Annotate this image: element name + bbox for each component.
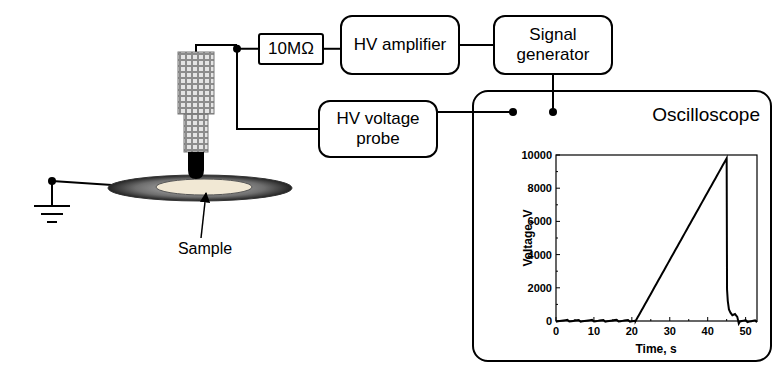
- wire: [460, 44, 493, 46]
- tick-mark: [556, 304, 558, 305]
- electrode-neck: [184, 114, 208, 152]
- voltage-trace: [556, 158, 757, 323]
- tick-mark: [688, 319, 689, 321]
- electrode-body: [178, 52, 214, 114]
- ground-wire: [52, 181, 112, 185]
- tick-label: 2000: [528, 282, 552, 293]
- tick-label: 50: [739, 326, 751, 337]
- wire: [438, 111, 513, 113]
- ground-wire: [51, 181, 53, 206]
- tick-label: 10: [588, 326, 600, 337]
- tick-mark: [556, 271, 558, 272]
- tick-label: 4000: [528, 249, 552, 260]
- tick-mark: [556, 155, 560, 156]
- node-label: Signal generator: [503, 25, 603, 64]
- wire-group: [460, 45, 493, 46]
- electrode-wire: [195, 44, 237, 46]
- junction-dot: [549, 108, 557, 116]
- resistor-box: 10MΩ: [258, 33, 324, 65]
- tick-mark: [556, 287, 560, 288]
- ground-symbol: [34, 205, 70, 207]
- node-label: HV voltage probe: [328, 109, 428, 148]
- tick-label: 10000: [521, 150, 552, 161]
- tick-mark: [556, 254, 560, 255]
- tick-label: 0: [546, 316, 552, 327]
- amplifier-box: HV amplifier: [340, 15, 460, 75]
- wire: [552, 75, 554, 112]
- oscilloscope-box: Oscilloscope: [472, 90, 772, 362]
- tick-label: 20: [626, 326, 638, 337]
- wire-group: [549, 75, 557, 116]
- electrode-tip: [188, 152, 204, 179]
- sample-label: Sample: [178, 241, 232, 257]
- leader-arrow: [201, 193, 206, 238]
- sample: [156, 179, 252, 195]
- tick-mark: [707, 317, 708, 321]
- junction-dot: [509, 108, 517, 116]
- node-label: HV amplifier: [354, 35, 447, 55]
- tick-mark: [556, 238, 558, 239]
- junction-dot: [233, 45, 241, 53]
- generator-box: Signal generator: [493, 15, 613, 75]
- ground-symbol: [41, 213, 63, 215]
- node-label: Oscilloscope: [652, 104, 760, 126]
- tick-label: 40: [702, 326, 714, 337]
- tick-mark: [669, 317, 670, 321]
- electrode-wire: [195, 45, 197, 52]
- wire-group: [324, 48, 340, 49]
- tick-label: 0: [553, 326, 559, 337]
- tick-label: 30: [664, 326, 676, 337]
- sample-holder: [108, 175, 292, 201]
- axis-title: Time, s: [635, 343, 676, 355]
- tick-mark: [650, 319, 651, 321]
- probe-box: HV voltage probe: [318, 100, 438, 158]
- tick-mark: [556, 188, 560, 189]
- node-label: 10MΩ: [268, 39, 314, 59]
- tick-label: 6000: [528, 216, 552, 227]
- tick-mark: [556, 317, 557, 321]
- wire-group: [438, 108, 517, 116]
- tick-mark: [556, 171, 558, 172]
- tick-mark: [556, 221, 560, 222]
- voltage-chart: [556, 155, 757, 323]
- wire: [324, 48, 340, 50]
- tick-label: 8000: [528, 183, 552, 194]
- tick-mark: [726, 319, 727, 321]
- tick-mark: [556, 204, 558, 205]
- ground-symbol: [47, 221, 57, 223]
